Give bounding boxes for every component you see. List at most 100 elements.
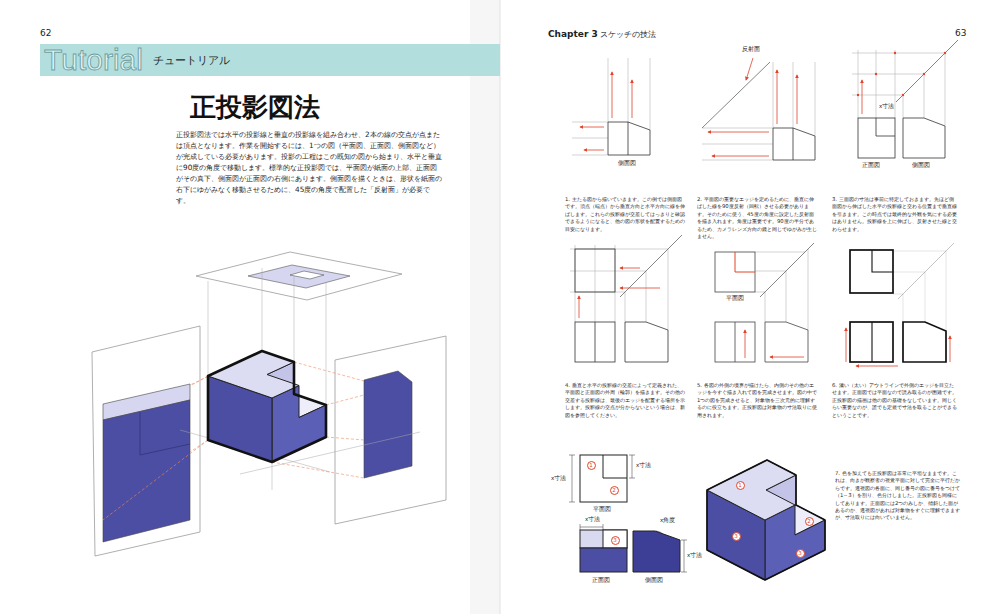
- view-outline: [575, 249, 615, 292]
- projection-line: [925, 272, 926, 322]
- projection-plane: [196, 252, 402, 300]
- step-caption: 2. 平面図の重要なエッジを定めるために、垂直に伸ばした線を90度反射（回転）さ…: [697, 196, 817, 240]
- view-outline: [903, 322, 946, 362]
- direction-arrow: [632, 80, 633, 118]
- direction-arrow: [584, 150, 604, 151]
- projection-line: [272, 462, 364, 478]
- front-projection: [364, 371, 412, 478]
- direction-arrow: [620, 288, 660, 289]
- projection-line: [262, 268, 263, 351]
- view-label: 平面図: [593, 506, 611, 513]
- projection-line: [946, 251, 947, 331]
- view-label: 側面図: [912, 162, 930, 169]
- plan-projection: [290, 271, 324, 279]
- direction-arrow: [846, 328, 847, 362]
- projection-line: [702, 160, 773, 161]
- projection-line: [702, 62, 815, 160]
- step-caption: 4. 垂直と水平の投影線の交差によって定義された、平面図と正面図の外周（輪郭）を…: [565, 382, 685, 419]
- side-view: [903, 118, 945, 158]
- projection-line: [852, 40, 958, 126]
- callout-number: 1: [587, 461, 596, 470]
- chapter-title: スケッチの技法: [600, 30, 656, 39]
- isometric-block: [208, 351, 326, 462]
- chapter-number: Chapter 3: [548, 29, 598, 40]
- view-outline: [575, 322, 615, 362]
- dimension-line: [632, 455, 633, 478]
- projection-line: [570, 271, 646, 272]
- dimension-line: [681, 540, 687, 541]
- dimension-line: [580, 524, 581, 530]
- projection-line: [702, 128, 773, 129]
- direction-arrow: [708, 58, 797, 156]
- projection-line: [903, 95, 904, 118]
- view-label: 正面図: [862, 162, 880, 169]
- callout-number: 3: [796, 549, 805, 558]
- projection-line: [572, 155, 608, 156]
- dimension-line: [681, 572, 687, 573]
- view-label: 反射面: [742, 46, 760, 53]
- view-outline: [715, 252, 808, 362]
- projection-line: [898, 243, 954, 299]
- direction-arrow: [950, 336, 951, 362]
- projection-line: [572, 138, 608, 139]
- projection-line: [808, 249, 809, 330]
- projection-line: [326, 282, 327, 405]
- side-view: [608, 122, 650, 155]
- step-caption: 5. 各図の外側の境界が描けたら、内側のその他のエッジを今すぐ描き入れて図を完成…: [697, 382, 817, 419]
- front-view: [858, 118, 895, 158]
- direction-arrow: [579, 268, 660, 318]
- projection-line: [208, 281, 209, 376]
- projection-line: [765, 292, 766, 322]
- projection-line: [702, 144, 773, 145]
- projection-line: [103, 440, 208, 520]
- projection-plane: [335, 336, 446, 524]
- projection-plane: [92, 252, 446, 556]
- front-projection: [364, 371, 412, 478]
- intersection-dot: [894, 52, 896, 54]
- projection-line: [326, 395, 364, 405]
- side-view: [633, 531, 680, 572]
- projection-line: [190, 440, 208, 452]
- view-outline: [850, 322, 893, 362]
- callout-number: 1: [736, 481, 745, 490]
- dimension-line: [572, 455, 573, 502]
- direction-arrow: [745, 330, 804, 358]
- projection-line: [786, 271, 787, 322]
- projection-line: [815, 62, 816, 136]
- projection-line: [755, 243, 814, 330]
- view-outline: [625, 322, 668, 362]
- dimension-label: x寸法: [687, 552, 702, 559]
- dimension-label: x寸法: [636, 462, 651, 469]
- view-label: 正面図: [592, 577, 610, 584]
- side-view: [628, 122, 629, 155]
- projection-line: [852, 53, 945, 54]
- projection-line: [945, 53, 946, 126]
- intersection-dot: [857, 94, 859, 96]
- plan-projection: [248, 265, 350, 288]
- projection-plane: [92, 326, 200, 556]
- dimension-line: [603, 524, 604, 530]
- plan-view: [580, 455, 627, 502]
- step-caption: 1. 主たる図から描いていきます。この例では側面図です。頂点（端点）から垂直方向…: [565, 196, 685, 233]
- side-view: [793, 128, 794, 160]
- inner-edge: [735, 252, 755, 272]
- callout-number: 3: [732, 532, 741, 541]
- front-view: [580, 530, 627, 572]
- side-projection: [140, 412, 190, 455]
- view-outline: [850, 250, 946, 362]
- direction-arrow: [862, 80, 863, 114]
- side-view: [633, 531, 680, 572]
- projection-line: [852, 74, 924, 75]
- side-view: [608, 122, 650, 155]
- dimension-line: [629, 478, 635, 479]
- intersection-dot: [875, 73, 877, 75]
- projection-line: [852, 95, 903, 96]
- projection-line: [570, 235, 682, 330]
- projection-line: [294, 276, 295, 362]
- view-label: 側面図: [645, 577, 663, 584]
- step-caption: 6. 濃い（太い）アウトラインで外側のエッジを目立たせます。正面図では平面なので…: [832, 382, 957, 419]
- intersection-dot: [923, 73, 925, 75]
- page-gutter: [470, 0, 500, 614]
